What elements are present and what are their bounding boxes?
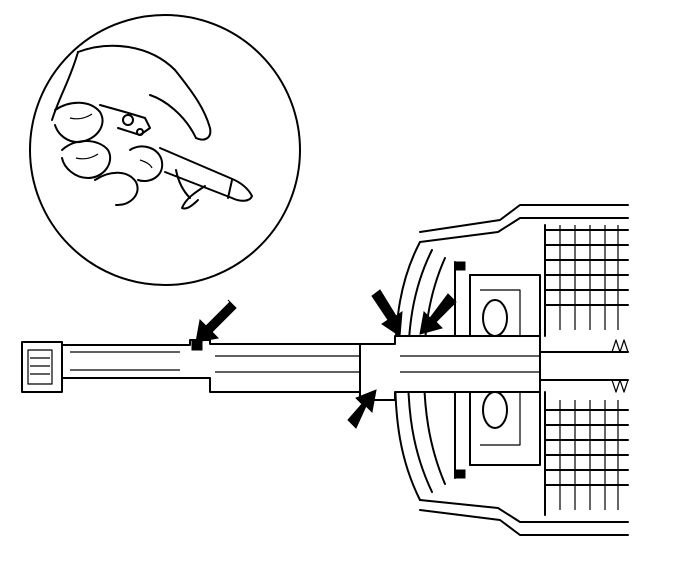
clutch-pack-lower (544, 391, 629, 516)
callout-arrows (195, 289, 457, 429)
transmission-housing-cross-section (359, 204, 629, 536)
hand-with-air-gun-illustration (51, 44, 253, 210)
callout-arrow-shaft-lower (347, 389, 377, 429)
air-nozzle-inset (29, 14, 301, 286)
clutch-pack-upper (544, 224, 629, 337)
callout-arrow-shaft-hole (195, 299, 237, 343)
callout-arrow-pump-hub-right (419, 293, 457, 335)
input-shaft (21, 339, 361, 393)
callout-arrow-pump-hub-left (371, 289, 403, 337)
